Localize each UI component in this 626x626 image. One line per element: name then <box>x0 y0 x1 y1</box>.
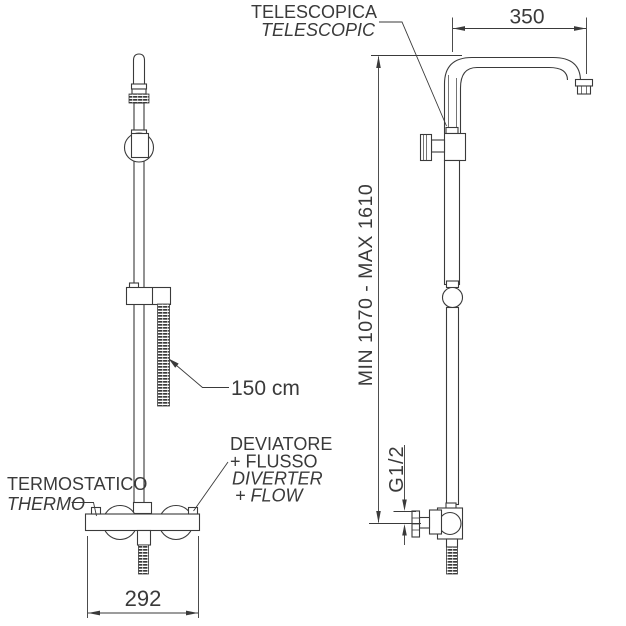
hand-shower-top <box>128 53 150 104</box>
height-range-value: MIN 1070 - MAX 1610 <box>355 184 377 386</box>
side-upper-tube <box>443 159 461 286</box>
handset-slider <box>125 282 172 306</box>
thermostatic-mixer <box>84 501 201 575</box>
overhead-outlet <box>574 78 594 95</box>
dimension-292 <box>87 536 199 618</box>
diverter-leader <box>193 461 229 512</box>
telescopic-leader <box>379 21 447 127</box>
shower-arm <box>443 56 582 133</box>
diverter-label-en-1: DIVERTER <box>232 469 323 489</box>
thermostatic-leader <box>71 502 97 517</box>
telescopic-bracket <box>419 126 467 162</box>
diverter-label-en-2: + FLOW <box>235 486 305 506</box>
mixer-cap-right <box>187 506 199 515</box>
hose-length-leader <box>168 358 229 388</box>
dimension-thread <box>393 445 416 545</box>
hose-length-value: 150 cm <box>231 377 300 400</box>
front-view <box>84 53 201 575</box>
thread-size-value: G1/2 <box>386 445 408 492</box>
mixer-outlet-hose <box>138 544 149 575</box>
valve-outlet-hose <box>446 546 458 575</box>
labels: TELESCOPICA TELESCOPIC 350 MIN 1070 - MA… <box>7 2 545 611</box>
dimension-350 <box>452 17 587 74</box>
front-wall-bracket <box>123 129 155 163</box>
telescopic-label-en: TELESCOPIC <box>261 20 376 40</box>
dimensions <box>71 17 587 618</box>
diverter-knob <box>438 511 462 536</box>
diverter-valve <box>411 502 464 575</box>
thermostatic-label-en: THERMO <box>7 494 85 514</box>
mixer-width-value: 292 <box>125 586 162 611</box>
front-flexible-hose <box>157 303 170 407</box>
side-view <box>411 56 594 575</box>
diverter-label-it-2: + FLUSSO <box>230 452 318 472</box>
thermostatic-label-it: TERMOSTATICO <box>7 474 147 494</box>
diverter-label-it-1: DEVIATORE <box>230 434 332 454</box>
telescopic-label-it: TELESCOPICA <box>251 2 377 22</box>
arm-width-value: 350 <box>509 6 544 29</box>
side-lower-tube <box>445 306 460 506</box>
